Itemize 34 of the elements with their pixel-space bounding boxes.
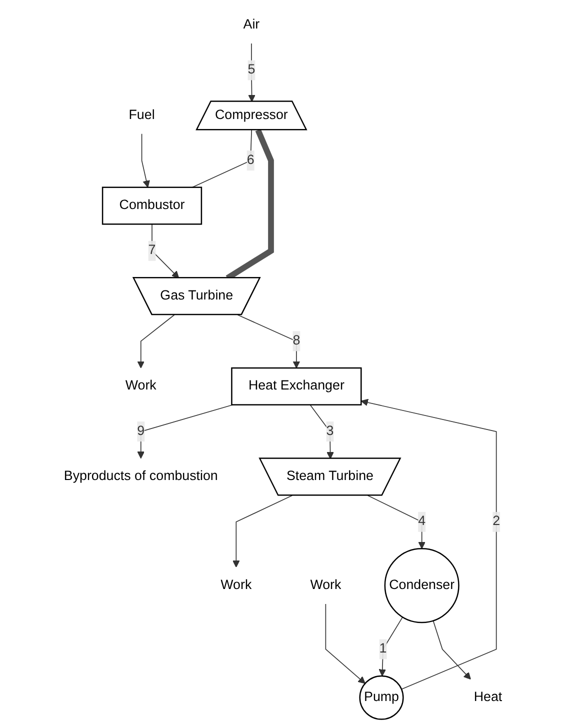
arrow <box>232 495 293 568</box>
connector <box>192 130 252 188</box>
node-text: Byproducts of combustion <box>64 469 218 484</box>
arrow <box>360 398 497 690</box>
edge-label: 6 <box>246 153 254 168</box>
node-text: Work <box>125 378 156 394</box>
edge-label: 9 <box>137 424 145 438</box>
arrow <box>237 314 300 368</box>
edge-label: 2 <box>492 514 500 529</box>
arrow <box>432 620 471 680</box>
node-circle: Condenser <box>384 548 460 624</box>
arrow <box>367 495 426 549</box>
arrow <box>310 404 334 460</box>
arrow <box>325 604 366 684</box>
arrow <box>152 224 180 278</box>
arrow <box>137 314 175 368</box>
node-circle: Pump <box>359 675 404 720</box>
node-text: Work <box>310 578 342 592</box>
arrow <box>248 43 256 102</box>
edge-label: 3 <box>326 424 334 438</box>
node-text: Fuel <box>128 108 155 122</box>
edge-label: 7 <box>148 243 156 258</box>
node-text: Air <box>243 18 260 32</box>
arrow <box>378 616 404 676</box>
edge-label: 8 <box>292 334 300 348</box>
node-text: Work <box>220 578 252 592</box>
arrow <box>141 133 150 188</box>
arrow <box>137 404 234 459</box>
edge-label: 4 <box>418 514 426 529</box>
edge-label: 1 <box>379 642 387 656</box>
edge-label: 5 <box>248 62 256 77</box>
node-text: Heat <box>474 690 502 704</box>
node-box: Combustor <box>102 186 202 225</box>
node-box: Heat Exchanger <box>231 367 362 406</box>
